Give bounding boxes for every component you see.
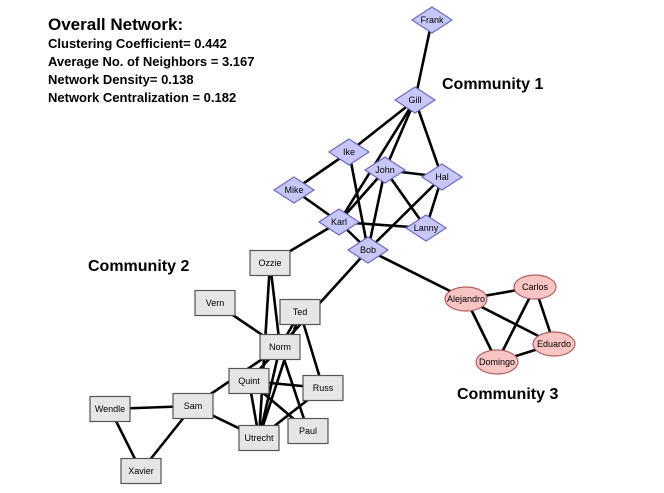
node-label: Hal [435,172,449,182]
node-frank[interactable]: Frank [410,6,454,34]
diamond-node-shape [346,236,390,264]
rect-node-shape [302,374,344,402]
edge-gill-ike [348,98,416,154]
diamond-node-shape [317,208,361,236]
node-carlos[interactable]: Carlos [513,274,557,300]
node-label: Paul [299,426,317,436]
edge-gill-hal [413,99,444,178]
edge-ozzie-norm [268,262,282,348]
node-label: Ozzie [258,258,281,268]
node-alejandro[interactable]: Alejandro [444,286,488,312]
rect-node-shape [287,417,329,445]
node-lanny[interactable]: Lanny [404,214,448,242]
node-label: Carlos [522,282,549,292]
node-label: Utrecht [244,433,274,443]
network-stats-panel: Overall Network: Clustering Coefficient=… [48,15,255,107]
community-3-label: Community 3 [457,386,559,403]
node-label: Bob [360,245,376,255]
node-sam[interactable]: Sam [172,392,214,420]
node-label: Ted [293,307,308,317]
node-norm[interactable]: Norm [259,333,301,361]
node-mike[interactable]: Mike [272,176,316,204]
diamond-node-shape [327,138,371,166]
node-hal[interactable]: Hal [420,163,464,191]
nodes-layer: FrankGillIkeJohnHalMikeKarlLannyBobOzzie… [89,6,576,485]
node-label: Russ [313,383,334,393]
node-xavier[interactable]: Xavier [120,457,162,485]
node-ted[interactable]: Ted [279,298,321,326]
rect-node-shape [249,249,291,277]
node-label: Xavier [128,466,154,476]
node-label: Ike [343,147,355,157]
node-label: Frank [420,15,444,25]
node-label: Wendle [95,404,125,414]
node-label: Mike [284,185,303,195]
node-label: Eduardo [537,339,571,349]
diamond-node-shape [404,214,448,242]
node-label: Alejandro [447,294,485,304]
rect-node-shape [89,395,131,423]
rect-node-shape [194,289,236,317]
edge-ted-utrecht [257,311,302,439]
rect-node-shape [172,392,214,420]
node-bob[interactable]: Bob [346,236,390,264]
node-label: Quint [238,376,260,386]
node-label: Vern [206,298,225,308]
edge-gill-karl [337,99,417,223]
ellipse-node-shape [444,286,488,312]
node-label: John [375,165,395,175]
node-gill[interactable]: Gill [393,86,437,114]
community-1-label: Community 1 [442,76,544,93]
stat-average-neighbors: Average No. of Neighbors = 3.167 [48,54,255,69]
rect-node-shape [279,298,321,326]
diamond-node-shape [420,163,464,191]
node-label: Norm [269,342,291,352]
node-label: Domingo [479,357,515,367]
edge-hal-bob [367,176,443,251]
community-2-label: Community 2 [88,258,190,275]
node-quint[interactable]: Quint [228,367,270,395]
node-paul[interactable]: Paul [287,417,329,445]
rect-node-shape [238,424,280,452]
edge-norm-paul [278,346,310,432]
diamond-node-shape [272,176,316,204]
node-label: Lanny [414,223,439,233]
node-ike[interactable]: Ike [327,138,371,166]
diamond-node-shape [393,86,437,114]
rect-node-shape [228,367,270,395]
stats-title: Overall Network: [48,15,184,34]
stat-network-centralization: Network Centralization = 0.182 [48,90,237,105]
diamond-node-shape [363,156,407,184]
node-john[interactable]: John [363,156,407,184]
node-utrecht[interactable]: Utrecht [238,424,280,452]
edge-john-lanny [383,169,428,229]
stat-network-density: Network Density= 0.138 [48,72,194,87]
rect-node-shape [259,333,301,361]
stat-clustering-coefficient: Clustering Coefficient= 0.442 [48,36,227,51]
node-eduardo[interactable]: Eduardo [532,331,576,357]
node-russ[interactable]: Russ [302,374,344,402]
node-label: Karl [331,217,347,227]
edge-gill-john [383,99,417,171]
rect-node-shape [120,457,162,485]
edge-john-bob [366,169,387,251]
node-wendle[interactable]: Wendle [89,395,131,423]
edge-frank-gill [413,19,434,101]
diamond-node-shape [410,6,454,34]
edge-carlos-domingo [495,286,537,363]
node-label: Gill [409,95,422,105]
node-domingo[interactable]: Domingo [475,349,519,375]
node-label: Sam [184,401,203,411]
ellipse-node-shape [532,331,576,357]
ellipse-node-shape [513,274,557,300]
node-ozzie[interactable]: Ozzie [249,249,291,277]
node-vern[interactable]: Vern [194,289,236,317]
ellipse-node-shape [475,349,519,375]
node-karl[interactable]: Karl [317,208,361,236]
